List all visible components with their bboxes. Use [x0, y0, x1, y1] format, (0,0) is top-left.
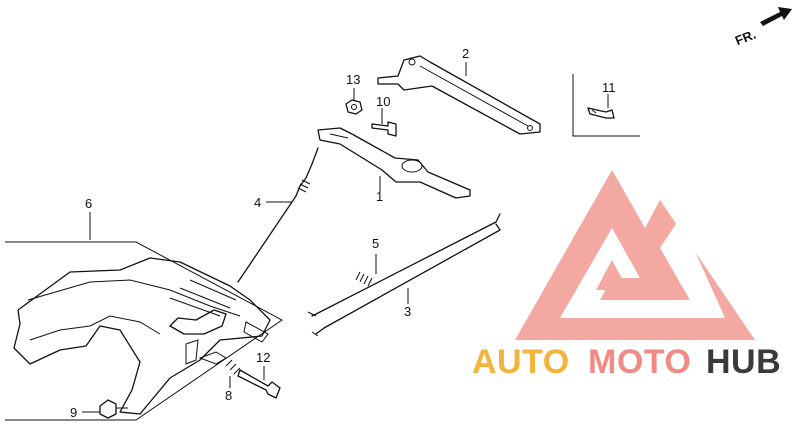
callout-11: 11 — [602, 80, 616, 95]
callout-4: 4 — [254, 195, 261, 210]
front-direction-label: FR. — [733, 27, 758, 49]
part-4-cable — [237, 147, 319, 283]
part-8-washer — [225, 359, 241, 375]
part-2-upper-bracket — [377, 55, 541, 135]
callout-3: 3 — [404, 304, 411, 319]
part-5-spring — [355, 271, 373, 287]
watermark-text-moto: MOTO — [588, 343, 691, 381]
leader-lines — [82, 62, 609, 413]
part-1-middle-bracket — [317, 127, 471, 199]
callout-labels: 1 2 3 4 5 6 8 9 10 11 12 13 — [70, 46, 616, 420]
callout-6: 6 — [85, 196, 92, 211]
part-10-bolt — [371, 121, 397, 137]
front-direction-indicator: FR. — [733, 7, 792, 48]
part-11-mount-bracket — [572, 74, 640, 137]
callout-12: 12 — [256, 350, 270, 365]
callout-8: 8 — [225, 388, 232, 403]
watermark-text-auto: AUTO — [472, 343, 570, 381]
part-12-bolt — [237, 369, 281, 399]
watermark-text-hub: HUB — [706, 343, 781, 381]
callout-9: 9 — [70, 405, 77, 420]
watermark-logo-text: AUTO MOTO HUB — [472, 343, 781, 381]
watermark-logo-mark — [515, 170, 755, 340]
callout-5: 5 — [372, 236, 379, 251]
callout-10: 10 — [376, 94, 390, 109]
part-9-bolt — [99, 399, 128, 419]
callout-1: 1 — [376, 189, 383, 204]
part-13-nut — [345, 99, 363, 115]
front-arrow-icon — [760, 7, 792, 26]
callout-13: 13 — [346, 72, 360, 87]
callout-2: 2 — [462, 46, 469, 61]
part-3-rod — [307, 213, 501, 337]
part-6-cover-assembly — [5, 241, 283, 421]
